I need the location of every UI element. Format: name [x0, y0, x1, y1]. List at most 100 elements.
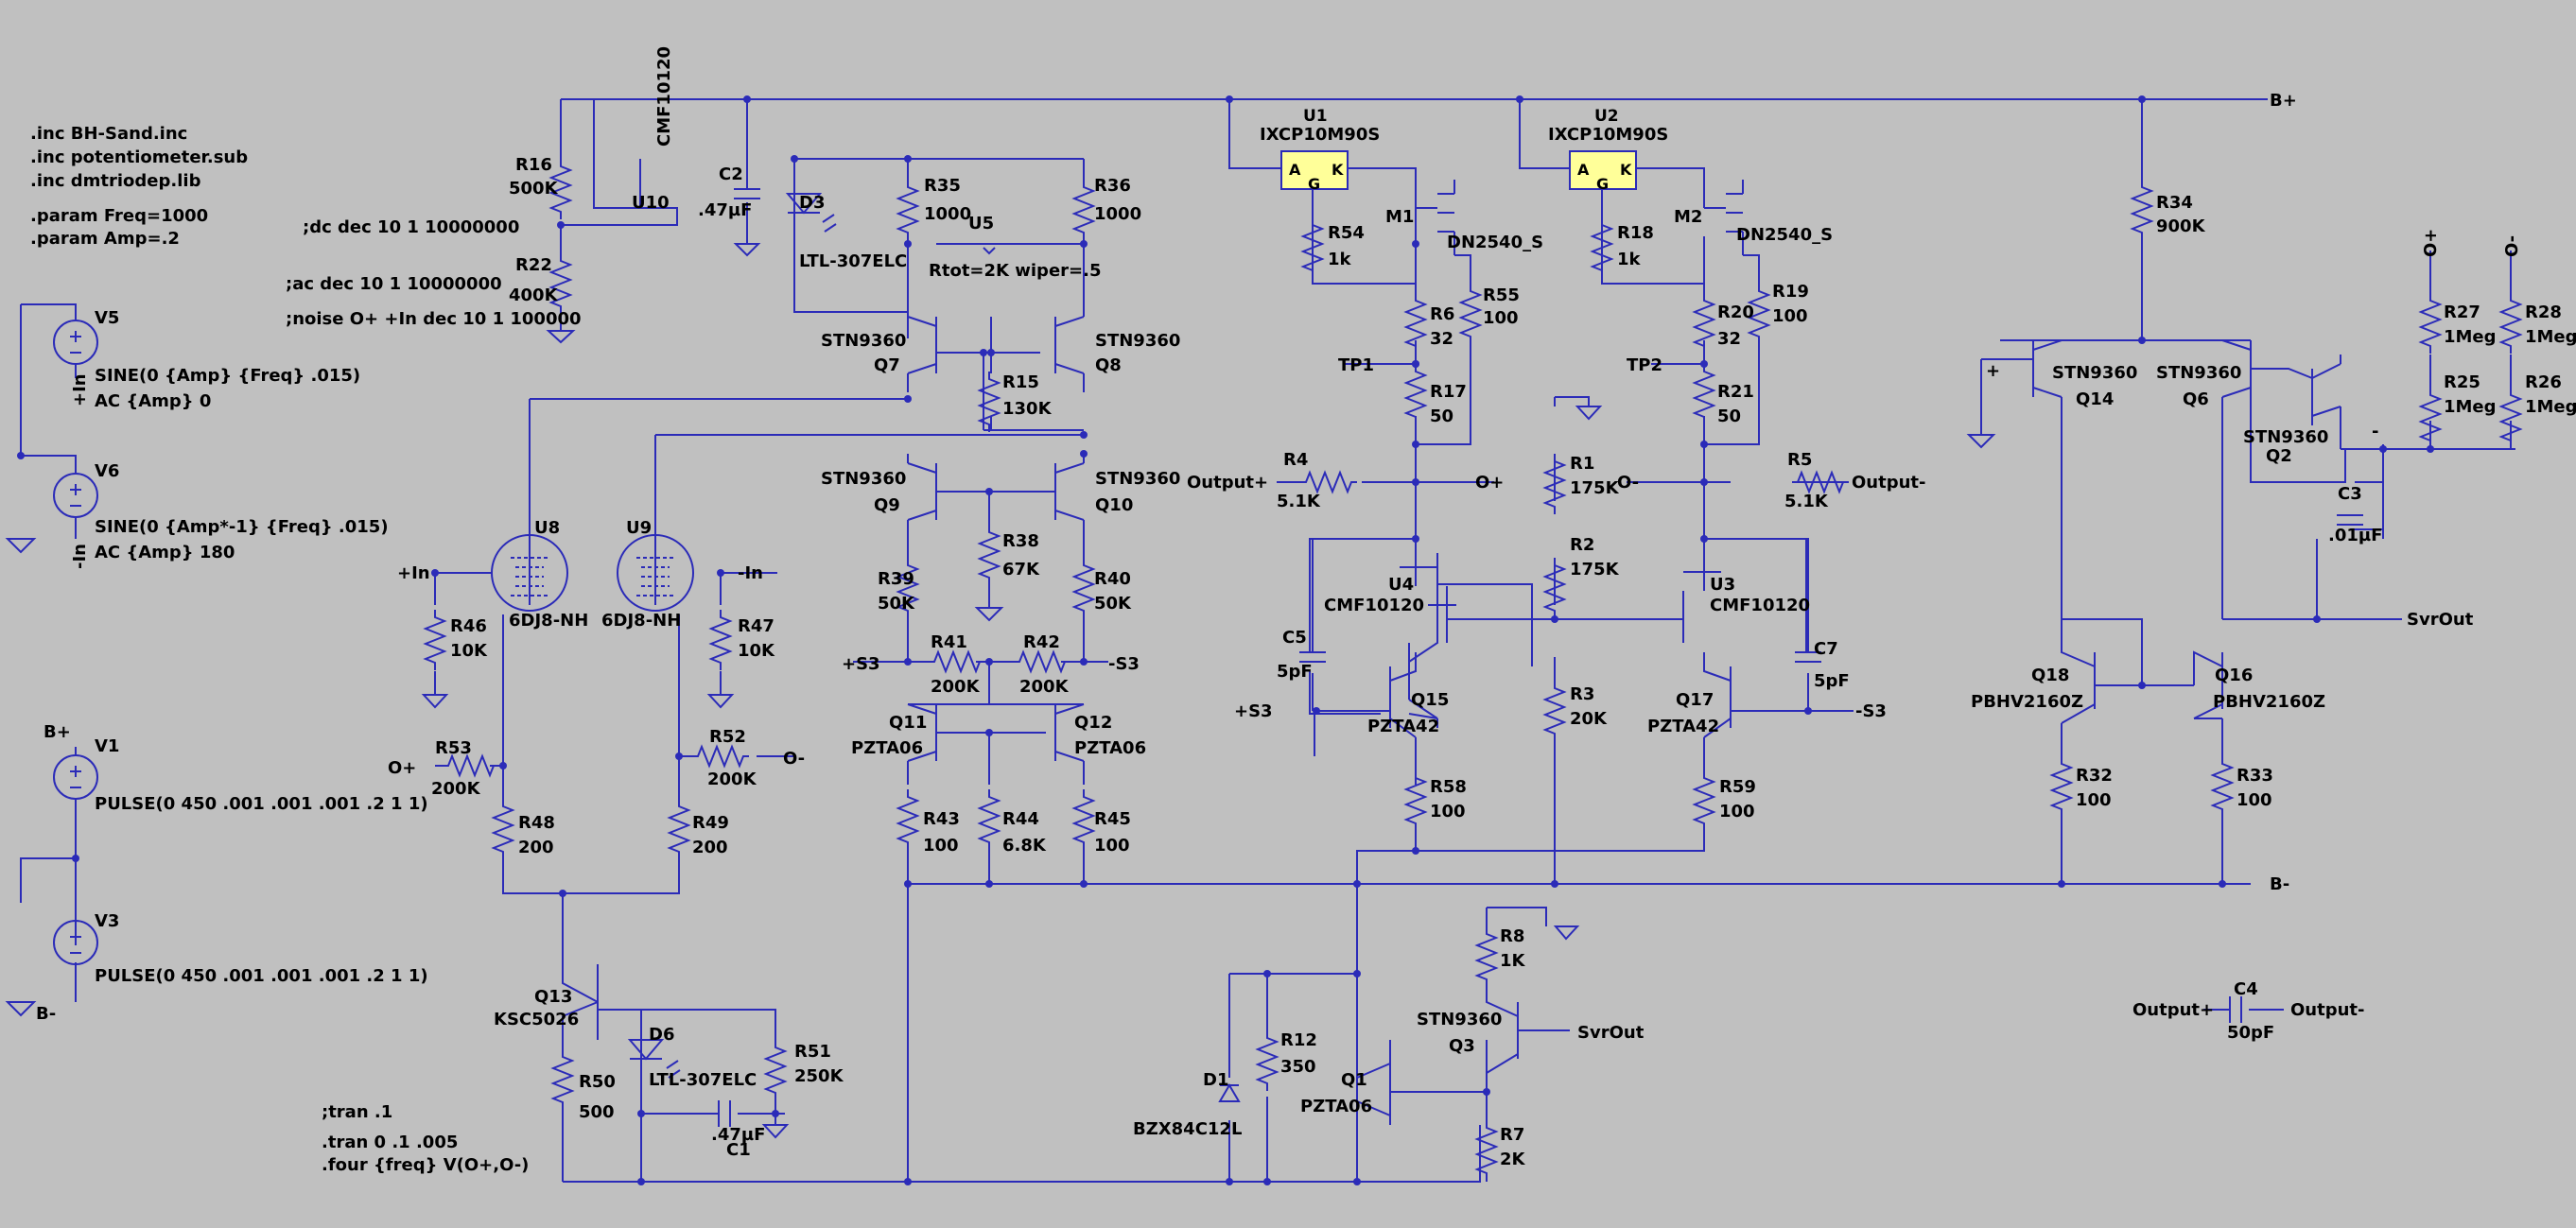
transistor-q8[interactable]: [1088, 364, 1090, 366]
resistor-r45[interactable]: [1071, 789, 1096, 850]
resistor-r54-value: 1k: [1328, 250, 1352, 269]
resistor-r5[interactable]: [1792, 470, 1849, 494]
resistor-r33[interactable]: [2210, 756, 2235, 817]
resistor-r5-ref: R5: [1787, 450, 1812, 470]
transistor-q18[interactable]: [2025, 674, 2027, 676]
capacitor-c1[interactable]: [718, 1100, 731, 1127]
resistor-r15[interactable]: [977, 372, 1001, 432]
resistor-r39[interactable]: [896, 558, 920, 618]
resistor-r27[interactable]: [2418, 293, 2443, 354]
resistor-r25[interactable]: [2418, 388, 2443, 448]
resistor-r1[interactable]: [1542, 454, 1567, 514]
resistor-r8-value: 1K: [1500, 951, 1526, 971]
resistor-r18[interactable]: [1590, 217, 1614, 278]
transistor-q10[interactable]: [1088, 504, 1090, 506]
resistor-r58[interactable]: [1403, 770, 1428, 831]
net-o-minus-probe: O-: [2502, 235, 2522, 257]
transistor-q7-ref: Q7: [874, 355, 900, 375]
tube-u8[interactable]: [491, 534, 568, 612]
net-minus: -: [2372, 422, 2378, 441]
net-s3-minus-left: -S3: [1108, 654, 1140, 674]
resistor-r55-value: 100: [1483, 308, 1519, 328]
resistor-r47[interactable]: [708, 610, 733, 670]
resistor-r32[interactable]: [2049, 756, 2074, 817]
ic-u2[interactable]: A K G U2 IXCP10M90S: [1548, 107, 1668, 193]
resistor-r12[interactable]: [1255, 1030, 1279, 1091]
capacitor-c4[interactable]: [2229, 996, 2242, 1023]
resistor-r54-ref: R54: [1328, 223, 1365, 243]
directive-inc-pot: .inc potentiometer.sub: [30, 147, 248, 167]
resistor-r41[interactable]: [929, 649, 985, 674]
resistor-r46[interactable]: [423, 610, 447, 670]
transistor-q7[interactable]: [867, 364, 869, 366]
resistor-r6[interactable]: [1403, 293, 1428, 354]
transistor-q16[interactable]: [2208, 674, 2210, 676]
potentiometer-u5[interactable]: [983, 247, 996, 255]
transistor-q6[interactable]: [2176, 398, 2178, 400]
resistor-r20[interactable]: [1692, 293, 1716, 354]
resistor-r55-ref: R55: [1483, 285, 1520, 305]
transistor-q11-ref: Q11: [889, 713, 927, 733]
resistor-r34[interactable]: [2130, 180, 2154, 240]
resistor-r54[interactable]: [1300, 217, 1325, 278]
resistor-r8[interactable]: [1474, 926, 1499, 987]
transistor-q1-ref: Q1: [1341, 1070, 1367, 1090]
resistor-r43[interactable]: [896, 789, 920, 850]
capacitor-c7[interactable]: [1795, 651, 1821, 663]
resistor-r22[interactable]: [548, 253, 573, 314]
resistor-r34-value: 900K: [2156, 216, 2206, 236]
transistor-q1[interactable]: [1334, 1079, 1336, 1081]
directive-dc: ;dc dec 10 1 10000000: [303, 217, 519, 237]
resistor-r32-value: 100: [2076, 790, 2112, 810]
resistor-r3[interactable]: [1542, 681, 1567, 741]
resistor-r28-ref: R28: [2525, 303, 2562, 322]
transistor-q13[interactable]: [528, 995, 530, 997]
resistor-r19[interactable]: [1747, 284, 1771, 344]
resistor-r36[interactable]: [1071, 180, 1096, 240]
resistor-r40[interactable]: [1071, 558, 1096, 618]
resistor-r35-value: 1000: [924, 204, 971, 224]
net-s3-minus: -S3: [1855, 701, 1887, 721]
resistor-r42[interactable]: [1014, 649, 1070, 674]
resistor-r28[interactable]: [2498, 293, 2523, 354]
resistor-r8-ref: R8: [1500, 926, 1524, 946]
resistor-r48[interactable]: [491, 799, 515, 859]
capacitor-symbols: [718, 188, 2363, 1127]
tube-u9[interactable]: [617, 534, 694, 612]
resistor-r59[interactable]: [1692, 770, 1716, 831]
capacitor-c5[interactable]: [1299, 651, 1326, 663]
transistor-q2[interactable]: [2259, 455, 2261, 457]
resistor-r44[interactable]: [977, 789, 1001, 850]
resistor-r52[interactable]: [692, 744, 749, 769]
v5-ac: AC {Amp} 0: [95, 391, 211, 411]
resistor-r55[interactable]: [1458, 284, 1483, 344]
resistor-r50[interactable]: [550, 1049, 575, 1110]
resistor-r35[interactable]: [896, 180, 920, 240]
resistor-r16[interactable]: [548, 159, 573, 219]
resistor-r26[interactable]: [2498, 388, 2523, 448]
u1-ref: U1: [1303, 107, 1328, 126]
resistor-r51[interactable]: [763, 1040, 788, 1100]
transistor-q13-model: KSC5026: [494, 1010, 579, 1029]
u3-ref: U3: [1710, 575, 1735, 595]
transistor-q18-model: PBHV2160Z: [1971, 692, 2083, 712]
resistor-r12-ref: R12: [1280, 1030, 1317, 1050]
resistor-r17[interactable]: [1403, 364, 1428, 424]
transistor-q8-model: STN9360: [1095, 331, 1180, 351]
transistor-q17[interactable]: [1669, 699, 1671, 700]
resistor-r2[interactable]: [1542, 558, 1567, 618]
resistor-r7[interactable]: [1474, 1120, 1499, 1181]
transistor-q14[interactable]: [2069, 398, 2071, 400]
ic-u1[interactable]: A K G U1 IXCP10M90S: [1260, 107, 1380, 193]
resistor-r49[interactable]: [667, 799, 691, 859]
resistor-r4[interactable]: [1300, 470, 1357, 494]
transistor-q3[interactable]: [1442, 1045, 1444, 1046]
resistor-r21[interactable]: [1692, 364, 1716, 424]
capacitor-c3[interactable]: [2337, 514, 2363, 526]
resistor-r38[interactable]: [977, 525, 1001, 585]
transistor-q9[interactable]: [867, 504, 869, 506]
resistor-r53[interactable]: [443, 753, 499, 778]
capacitor-c2[interactable]: [734, 188, 760, 199]
transistor-q15[interactable]: [1404, 699, 1406, 700]
